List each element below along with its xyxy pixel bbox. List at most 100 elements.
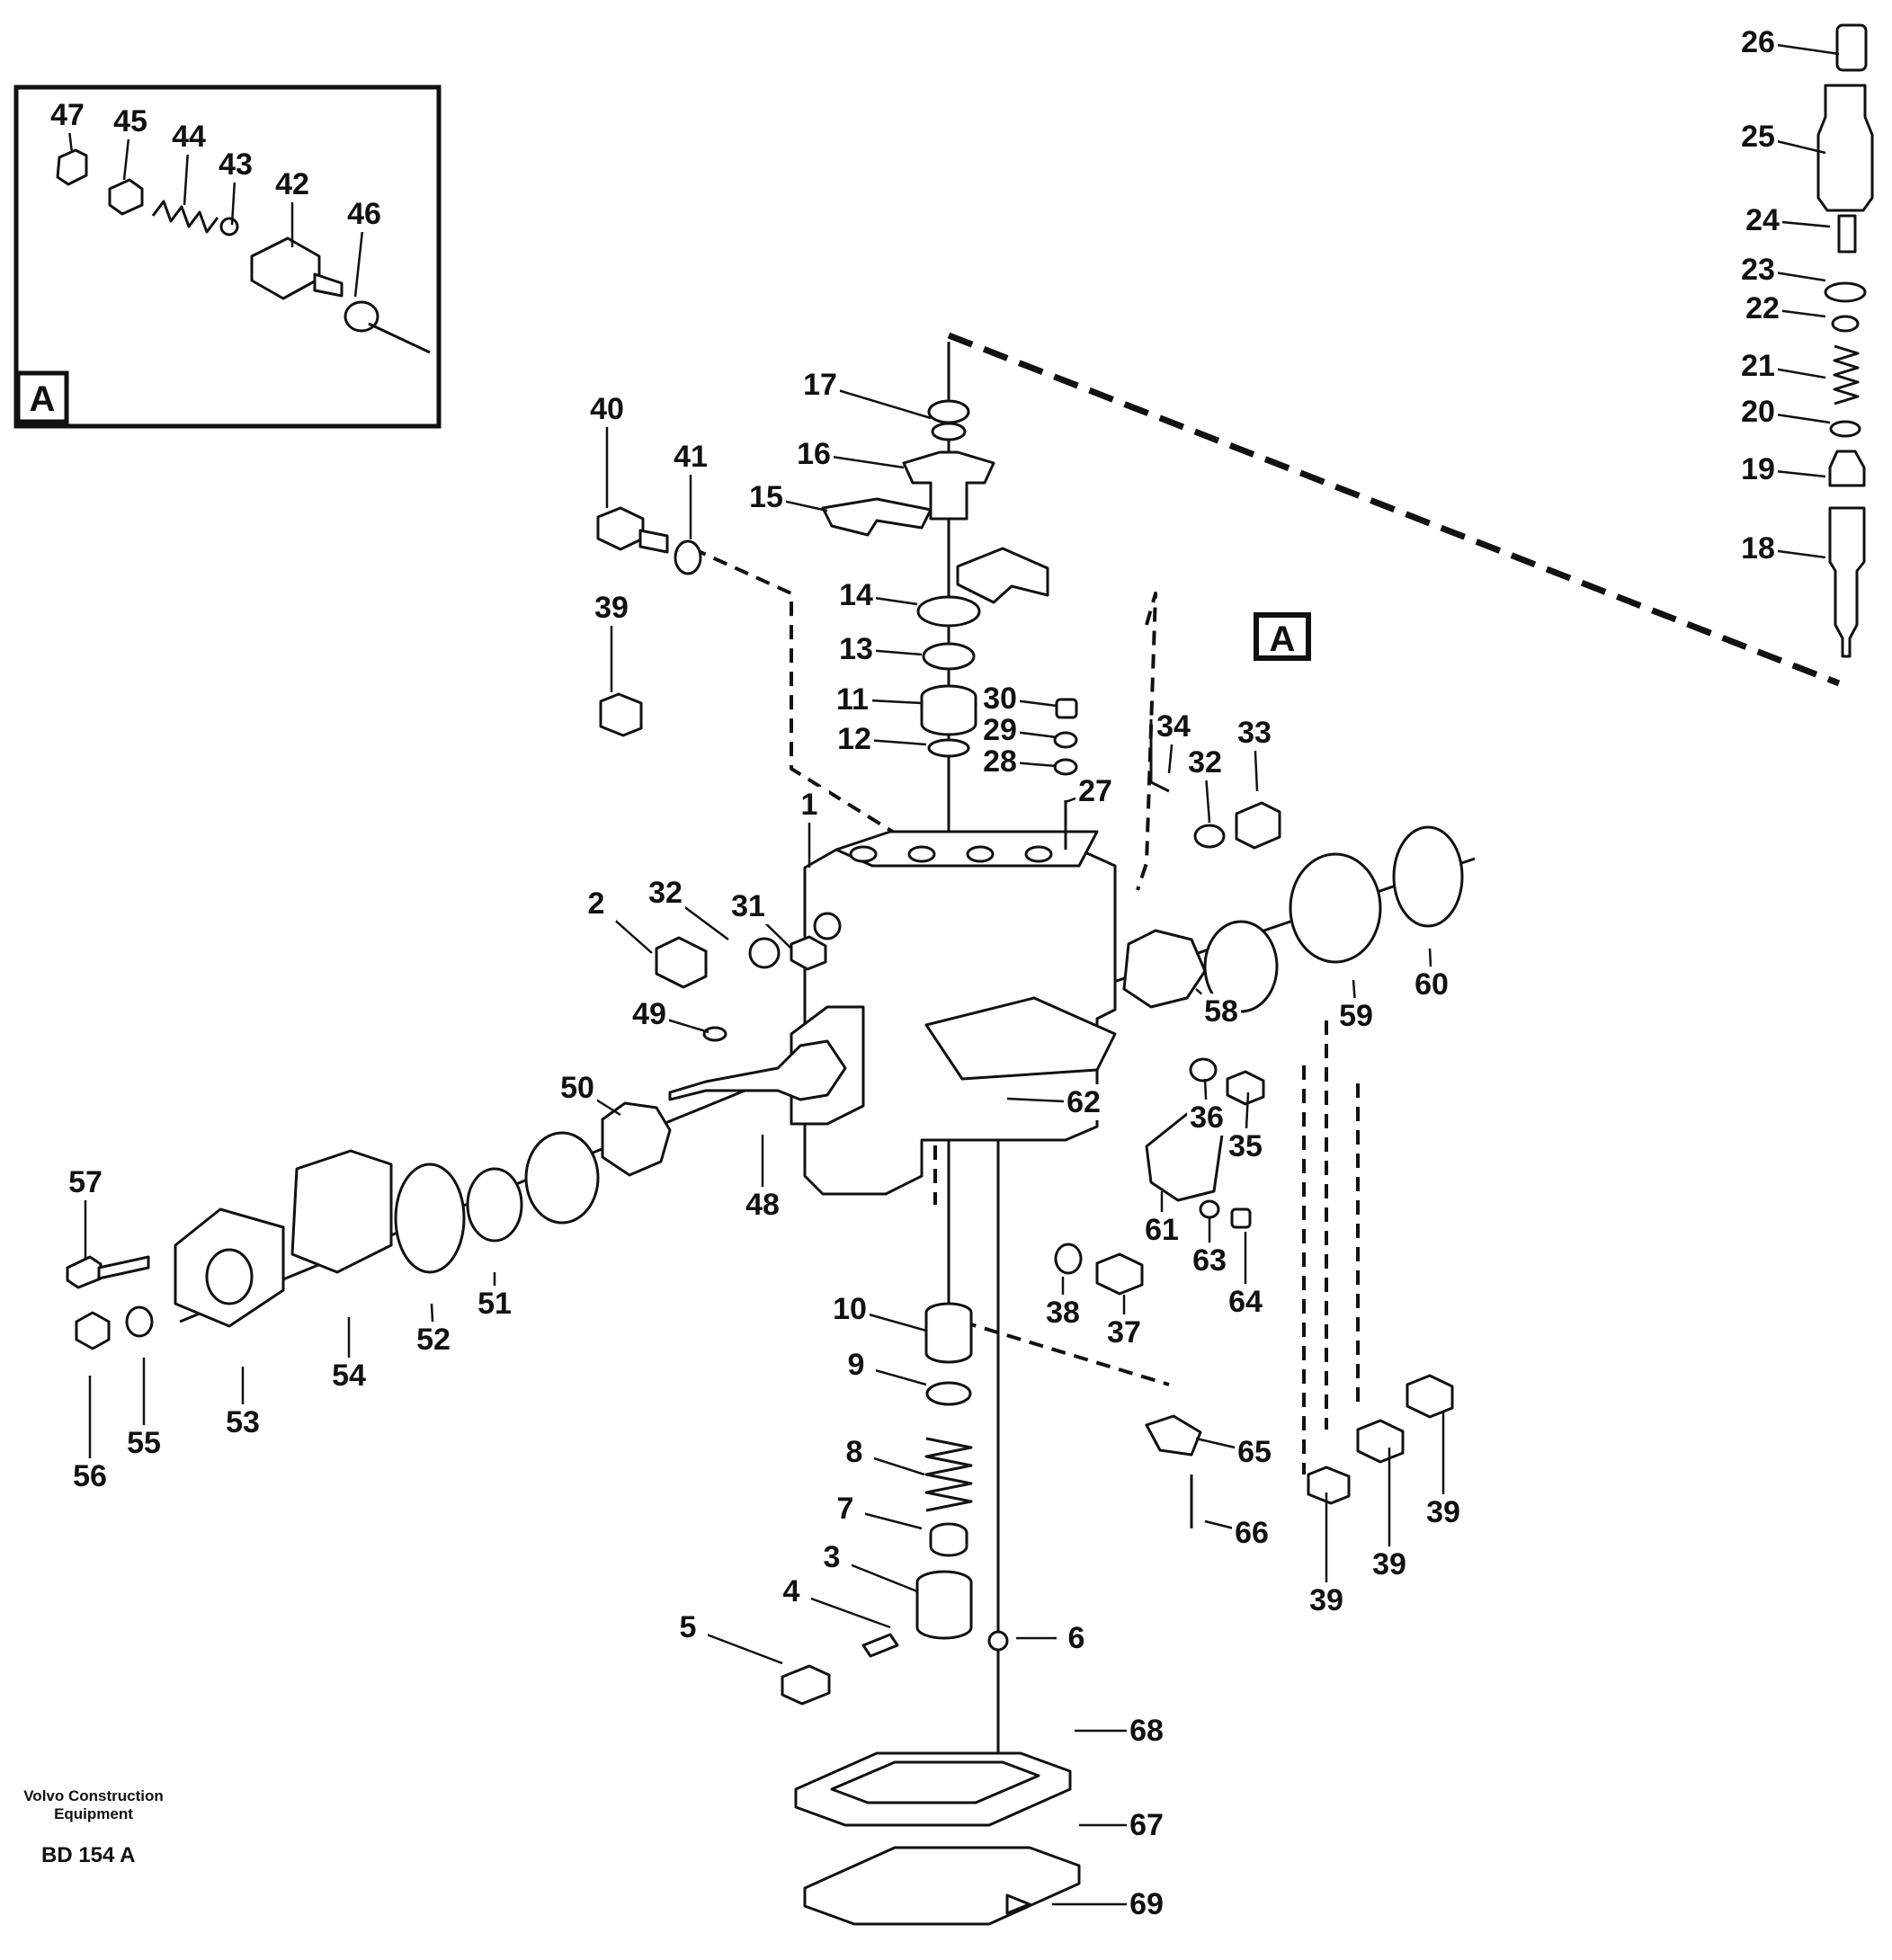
a-plug [56, 148, 88, 186]
nut-63 [1199, 1199, 1220, 1219]
callout-bg-21 [1738, 348, 1778, 384]
callout-bg-41 [671, 439, 710, 475]
ring-59 [1289, 852, 1382, 964]
callout-3: 3 [824, 1540, 841, 1574]
callout-bg-1 [790, 787, 829, 823]
callout-26: 26 [1741, 25, 1775, 59]
valve-stem [1837, 214, 1857, 254]
callout-bg-63 [1190, 1243, 1229, 1278]
callout-47: 47 [50, 98, 85, 132]
callout-bg-39a [592, 590, 631, 626]
washer-29 [1053, 731, 1078, 749]
callout-bg-39c [1370, 1546, 1409, 1582]
callout-39c: 39 [1372, 1547, 1406, 1581]
washer-55 [125, 1305, 154, 1338]
callout-bg-11 [833, 682, 872, 717]
pump-rail [924, 996, 1117, 1081]
callout-33: 33 [1237, 716, 1272, 750]
callout-11: 11 [836, 682, 869, 717]
washer-51 [466, 1167, 523, 1243]
pump-bore-4 [1024, 845, 1053, 863]
plug-39a [599, 692, 643, 737]
callout-34: 34 [1156, 709, 1191, 744]
callout-bg-10 [830, 1291, 870, 1327]
callout-bg-17 [800, 367, 840, 403]
seat-7 [929, 1522, 968, 1557]
callout-bg-12 [834, 721, 874, 757]
callout-bg-52 [414, 1322, 453, 1358]
callout-bg-25 [1738, 119, 1778, 155]
key-49 [702, 1026, 727, 1042]
callout-24: 24 [1745, 203, 1780, 237]
washer-41 [674, 539, 702, 575]
callout-51: 51 [477, 1287, 512, 1321]
ring-52 [394, 1163, 466, 1274]
callout-36: 36 [1190, 1100, 1224, 1135]
callout-56: 56 [73, 1459, 107, 1493]
dash-detail [1136, 592, 1157, 891]
valve-washer-a [1824, 281, 1867, 303]
callout-bg-46 [344, 196, 384, 232]
washer-13 [922, 642, 976, 671]
callout-39b: 39 [1309, 1583, 1343, 1617]
callout-43: 43 [219, 147, 253, 182]
callout-60: 60 [1415, 967, 1449, 1002]
callout-bg-37 [1104, 1314, 1144, 1350]
callout-39d: 39 [1426, 1495, 1460, 1529]
callout-bg-59 [1336, 998, 1376, 1034]
callout-54: 54 [332, 1359, 366, 1393]
callout-42: 42 [275, 167, 309, 201]
flange-16 [902, 450, 995, 521]
callout-9: 9 [848, 1348, 865, 1382]
valve-spring [1833, 344, 1860, 405]
callout-bg-66 [1232, 1515, 1272, 1551]
callout-27: 27 [1078, 774, 1112, 808]
callout-57: 57 [68, 1165, 103, 1199]
a-thread [313, 272, 344, 298]
callout-bg-65 [1235, 1434, 1274, 1470]
callout-18: 18 [1741, 531, 1775, 566]
plug-37 [1095, 1252, 1144, 1296]
callout-37: 37 [1107, 1315, 1141, 1350]
roller-5 [781, 1664, 831, 1706]
valve-seat [1828, 450, 1866, 487]
callout-bg-49 [629, 996, 669, 1032]
a-ball [219, 217, 239, 236]
pin-4 [861, 1633, 899, 1658]
a-body [250, 236, 321, 300]
pump-bore-2 [907, 845, 936, 863]
detail-reference-label: A [1270, 619, 1296, 659]
callout-20: 20 [1741, 395, 1775, 429]
callout-63: 63 [1192, 1243, 1227, 1278]
bush-33 [1235, 801, 1281, 850]
callout-14: 14 [839, 578, 873, 612]
callout-bg-51 [475, 1286, 514, 1322]
callout-bg-6 [1057, 1620, 1096, 1656]
callout-62: 62 [1066, 1085, 1101, 1119]
nut-32a [1193, 824, 1226, 849]
callout-66: 66 [1235, 1516, 1269, 1550]
callout-32a: 32 [1188, 745, 1222, 780]
callout-69: 69 [1129, 1887, 1164, 1921]
valve-body [1816, 84, 1874, 212]
callout-6: 6 [1068, 1621, 1085, 1655]
washer-36 [1189, 1057, 1218, 1082]
drawing-code: BD 154 A [41, 1843, 136, 1867]
plug-39c [1356, 1419, 1405, 1464]
valve-washer-b [1831, 315, 1860, 333]
callout-bg-55 [124, 1425, 164, 1461]
nut-30 [1055, 698, 1078, 719]
callout-bg-4 [772, 1573, 811, 1609]
callout-30: 30 [983, 682, 1017, 716]
callout-bg-38 [1043, 1295, 1083, 1331]
washer-9 [925, 1381, 972, 1406]
a-axis [368, 322, 431, 354]
valve-washer-c [1829, 420, 1861, 438]
callout-29: 29 [983, 713, 1017, 747]
ring-14 [916, 595, 981, 628]
washer-38 [1054, 1243, 1083, 1275]
callout-bg-50 [558, 1070, 597, 1106]
detail-box-a: A [13, 85, 442, 429]
a-spring [151, 200, 219, 234]
